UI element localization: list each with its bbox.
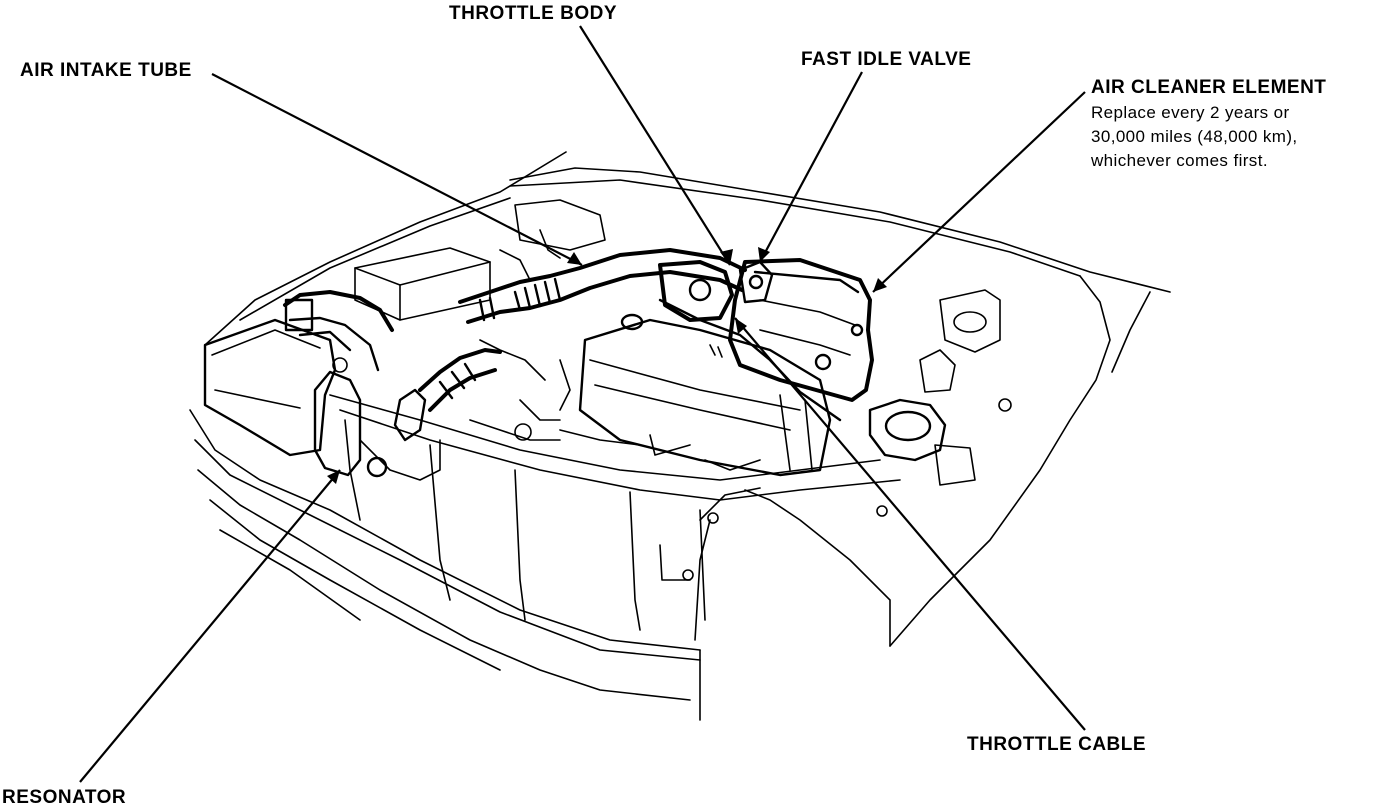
leader-resonator bbox=[79, 469, 341, 783]
arrow-air-cleaner-element bbox=[873, 278, 887, 292]
throttle-cable bbox=[658, 298, 842, 422]
arrow-resonator bbox=[327, 470, 340, 484]
arrow-fast-idle-valve bbox=[758, 247, 770, 262]
leader-fast-idle-valve bbox=[759, 71, 863, 263]
air-cleaner-replacement-note: Replace every 2 years or 30,000 miles (4… bbox=[1091, 101, 1298, 173]
throttle-body bbox=[658, 260, 774, 322]
center-details bbox=[469, 199, 641, 446]
label-resonator: RESONATOR bbox=[2, 787, 127, 808]
resonator bbox=[313, 357, 441, 481]
label-fast-idle-valve: FAST IDLE VALVE bbox=[801, 49, 972, 70]
arrow-air-intake-tube bbox=[567, 252, 582, 265]
leader-lines bbox=[79, 25, 1086, 783]
leader-air-intake-tube bbox=[211, 73, 583, 266]
label-throttle-cable: THROTTLE CABLE bbox=[967, 734, 1147, 755]
leader-throttle-cable bbox=[734, 317, 1086, 731]
body-outline-right bbox=[509, 167, 1171, 647]
label-air-cleaner-element: AIR CLEANER ELEMENT bbox=[1091, 77, 1327, 98]
air-intake-tube bbox=[393, 248, 747, 442]
air-cleaner-housing bbox=[728, 258, 874, 402]
note-line-2: 30,000 miles (48,000 km), bbox=[1091, 127, 1298, 146]
label-air-intake-tube: AIR INTAKE TUBE bbox=[20, 60, 192, 81]
arrow-throttle-cable bbox=[735, 318, 747, 334]
wiring-harness-left bbox=[283, 290, 394, 372]
label-throttle-body: THROTTLE BODY bbox=[449, 3, 617, 24]
engine-block bbox=[559, 313, 832, 477]
radiator-support bbox=[329, 394, 901, 631]
leader-air-cleaner-element bbox=[872, 91, 1086, 293]
note-line-3: whichever comes first. bbox=[1091, 151, 1268, 170]
right-components bbox=[779, 289, 1012, 486]
arrow-throttle-body bbox=[720, 249, 733, 265]
note-line-1: Replace every 2 years or bbox=[1091, 103, 1290, 122]
leader-throttle-body bbox=[579, 25, 731, 266]
front-bumper bbox=[189, 409, 701, 721]
